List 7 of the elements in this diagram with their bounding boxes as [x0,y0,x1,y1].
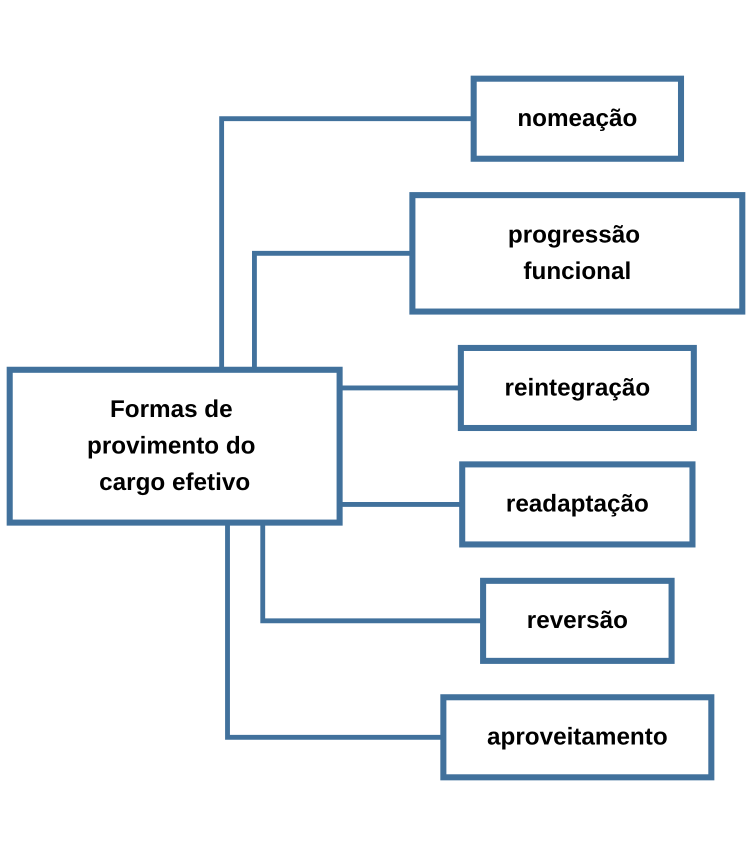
node-box: readaptação [459,461,696,548]
node-box: reintegração [458,344,697,432]
node-box: Formas de provimento do cargo efetivo [6,366,343,526]
node-box: aproveitamento [440,694,714,780]
node-box: nomeação [470,76,684,162]
node-box: reversão [480,578,675,664]
node-box: progressão funcional [409,192,746,315]
